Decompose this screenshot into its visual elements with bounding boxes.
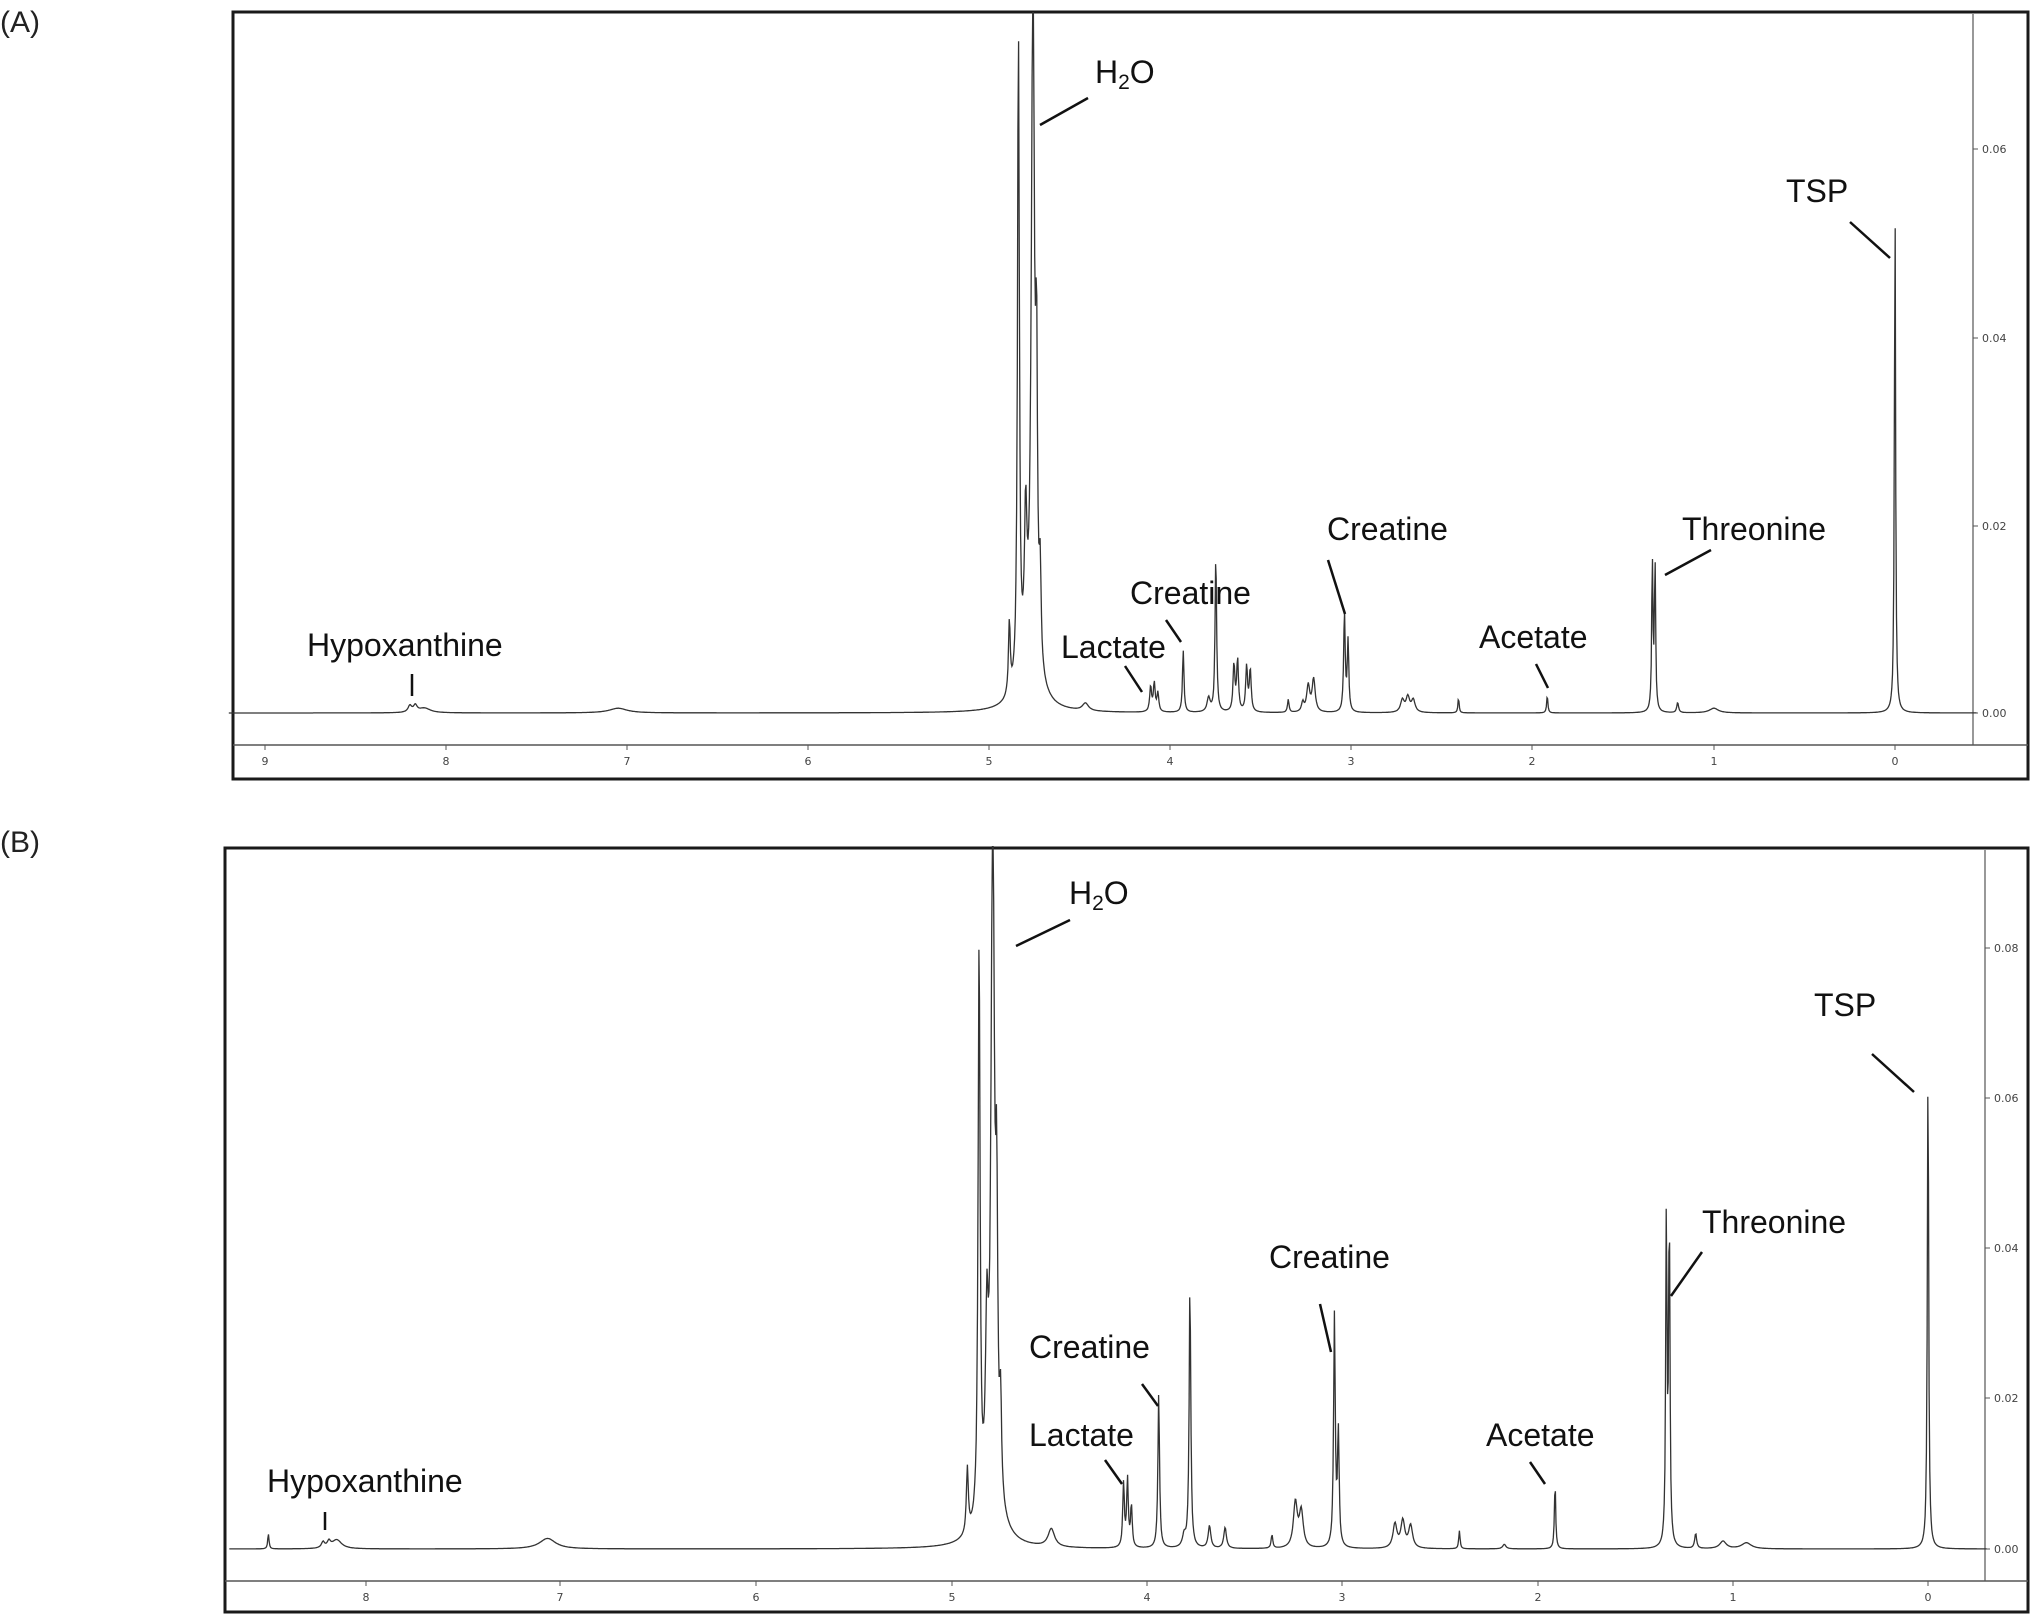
- x-tick-label: 0: [1892, 755, 1899, 768]
- x-tick-label: 0: [1925, 1591, 1932, 1604]
- x-tick-label: 3: [1348, 755, 1355, 768]
- x-tick-label: 4: [1144, 1591, 1151, 1604]
- y-tick-label: 0.02: [1994, 1392, 2019, 1405]
- annotation-hypoxanthine: Hypoxanthine: [307, 627, 503, 663]
- x-tick-label: 2: [1535, 1591, 1542, 1604]
- annotation-leader-line: [1140, 1383, 1160, 1407]
- spectrum-line: [228, 12, 1977, 714]
- x-tick-label: 7: [624, 755, 631, 768]
- x-tick-label: 2: [1529, 755, 1536, 768]
- annotation-leader-line: [1123, 665, 1144, 693]
- annotation-tsp: TSP: [1786, 173, 1848, 209]
- x-tick-label: 9: [262, 755, 269, 768]
- y-tick-label: 0.06: [1994, 1092, 2019, 1105]
- annotation-leader-line: [1039, 96, 1089, 127]
- x-tick-label: 1: [1711, 755, 1718, 768]
- x-tick-label: 8: [443, 755, 450, 768]
- y-tick-label: 0.00: [1982, 707, 2007, 720]
- annotation-hypoxanthine: Hypoxanthine: [267, 1463, 463, 1499]
- annotation-leader-line: [1669, 1251, 1704, 1297]
- annotation-creatine-b: Creatine: [1327, 511, 1448, 547]
- annotation-leader-line: [1534, 663, 1550, 689]
- annotation-leader-line: [1318, 1303, 1333, 1353]
- spectrum-panel-b: 8 7 6 5 4 3 2 1 0 0.00 0.02 0.04 0.06 0.08 H2O TSP Creat…: [223, 845, 2030, 1614]
- annotation-h2o: H2O: [1095, 54, 1155, 94]
- spectrum-panel-a: 9 8 7 6 5 4 3 2 1 0 0.00 0.02 0.04 0.06 H2O TSP Creatine…: [228, 10, 2030, 781]
- annotation-acetate: Acetate: [1479, 619, 1588, 655]
- x-tick-label: 6: [753, 1591, 760, 1604]
- y-tick-label: 0.02: [1982, 520, 2007, 533]
- y-tick-label: 0.06: [1982, 143, 2007, 156]
- y-tick-label: 0.08: [1994, 942, 2019, 955]
- annotation-creatine-a: Creatine: [1029, 1329, 1150, 1365]
- annotation-leader-line: [1326, 559, 1347, 615]
- annotation-acetate: Acetate: [1486, 1417, 1595, 1453]
- annotation-leader-line: [1849, 221, 1891, 259]
- annotation-leader-line: [1664, 548, 1712, 577]
- annotation-leader-line: [1015, 918, 1071, 948]
- annotation-creatine-b: Creatine: [1269, 1239, 1390, 1275]
- x-tick-label: 8: [363, 1591, 370, 1604]
- annotation-leader-line: [1103, 1459, 1124, 1485]
- x-tick-label: 5: [949, 1591, 956, 1604]
- annotation-creatine-a: Creatine: [1130, 575, 1251, 611]
- annotation-leader-line: [1528, 1461, 1547, 1485]
- y-tick-label: 0.04: [1982, 332, 2007, 345]
- panel-b-label: (B): [0, 826, 40, 859]
- x-tick-label: 3: [1339, 1591, 1346, 1604]
- annotation-tsp: TSP: [1814, 987, 1876, 1023]
- annotation-leader-line: [1871, 1053, 1915, 1093]
- panel-a-label: (A): [0, 6, 40, 39]
- annotation-leader-line: [1164, 619, 1183, 643]
- x-tick-label: 7: [557, 1591, 564, 1604]
- annotation-h2o: H2O: [1069, 875, 1129, 915]
- spectrum-line: [229, 845, 1987, 1550]
- x-tick-label: 5: [986, 755, 993, 768]
- plot-frame: [231, 10, 2030, 781]
- y-tick-label: 0.00: [1994, 1543, 2019, 1556]
- x-tick-label: 1: [1730, 1591, 1737, 1604]
- annotation-threonine: Threonine: [1702, 1204, 1846, 1240]
- x-tick-label: 4: [1167, 755, 1174, 768]
- annotation-lactate: Lactate: [1061, 629, 1166, 665]
- annotation-lactate: Lactate: [1029, 1417, 1134, 1453]
- plot-frame: [223, 846, 2030, 1614]
- annotation-threonine: Threonine: [1682, 511, 1826, 547]
- x-tick-label: 6: [805, 755, 812, 768]
- y-tick-label: 0.04: [1994, 1242, 2019, 1255]
